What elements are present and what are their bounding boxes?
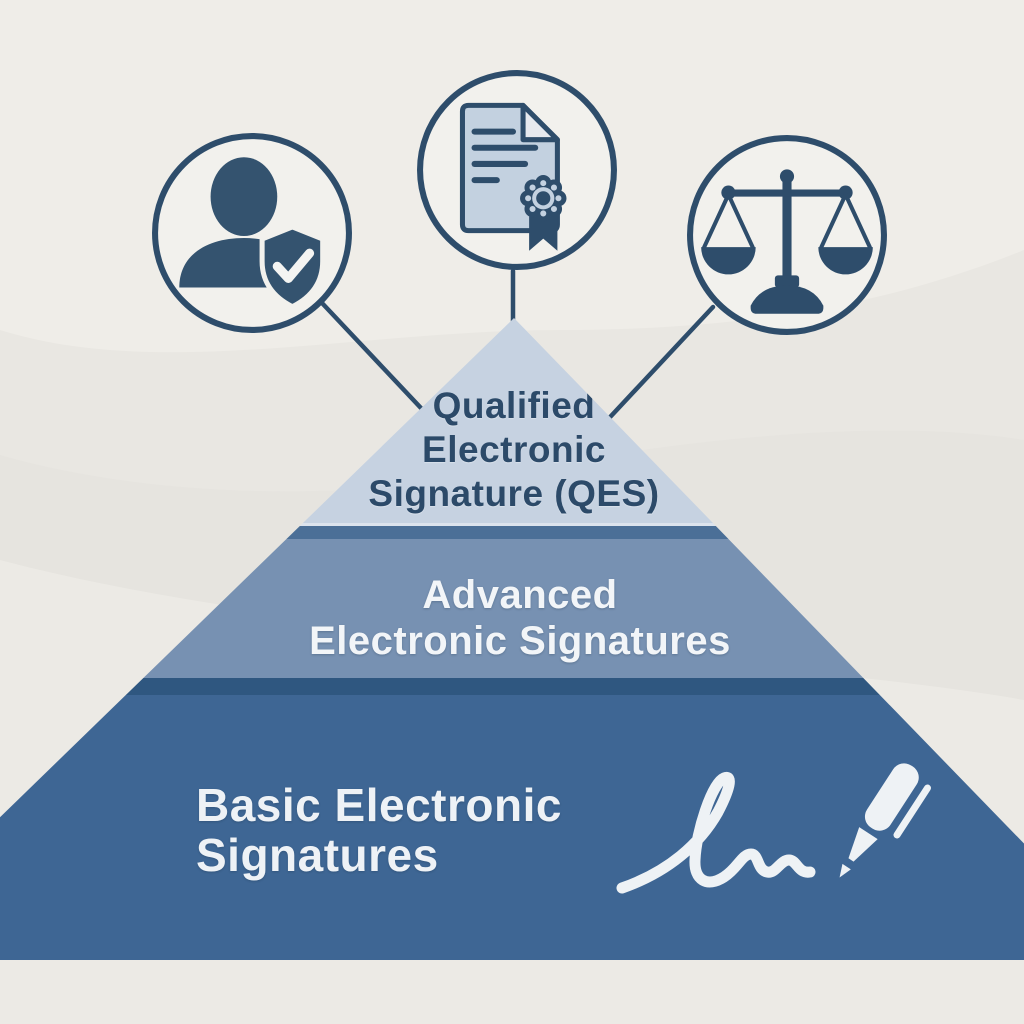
pen-accent-stroke (893, 784, 932, 839)
scales-left-pan (701, 247, 756, 275)
pen-tip (839, 863, 851, 878)
connector-left-line (319, 300, 439, 427)
rosette-seal (520, 175, 567, 222)
rosette-center (536, 191, 551, 206)
tier-basic-label-line: Basic Electronic (196, 779, 562, 831)
user-head (210, 157, 278, 237)
pen-body (864, 763, 919, 831)
tier-qes-label-line: Electronic (422, 429, 606, 470)
shield-checkmark (272, 248, 315, 283)
connector-right-line (595, 304, 716, 433)
tier-qes-label: Qualified Electronic Signature (QES) (314, 384, 714, 516)
document-fold-corner (520, 102, 560, 143)
signature-squiggle (616, 771, 816, 894)
scales-left-strings (702, 192, 755, 250)
tier-divider-dark-2 (0, 678, 1024, 695)
tier-qes-label-line: Signature (QES) (368, 473, 660, 514)
pen-nib (848, 827, 878, 862)
scales-right-pan (818, 247, 873, 275)
scales-beam (724, 189, 850, 197)
scales-stem (782, 176, 792, 282)
scales-foot (774, 275, 800, 288)
tier-basic (0, 695, 1024, 960)
tier-advanced-label-line: Advanced (422, 573, 618, 617)
justice-scales-icon (687, 135, 887, 335)
tier-basic-label-line: Signatures (196, 829, 439, 881)
user-verified-icon (152, 133, 352, 333)
rosette-ribbon (529, 216, 558, 251)
scales-beam-end (721, 185, 736, 200)
tier-basic-label: Basic Electronic Signatures (196, 780, 716, 880)
tier-advanced-label: Advanced Electronic Signatures (270, 572, 770, 664)
tier-divider-light (0, 523, 1024, 526)
signature-pen-graphic (616, 763, 932, 894)
scales-beam-end (838, 185, 853, 200)
pen-icon (839, 763, 932, 878)
certificate-document-icon (417, 70, 617, 270)
scales-right-strings (819, 192, 872, 250)
scales-base (750, 285, 824, 314)
tier-advanced-label-line: Electronic Signatures (309, 619, 731, 663)
tier-qes-label-line: Qualified (432, 385, 596, 426)
